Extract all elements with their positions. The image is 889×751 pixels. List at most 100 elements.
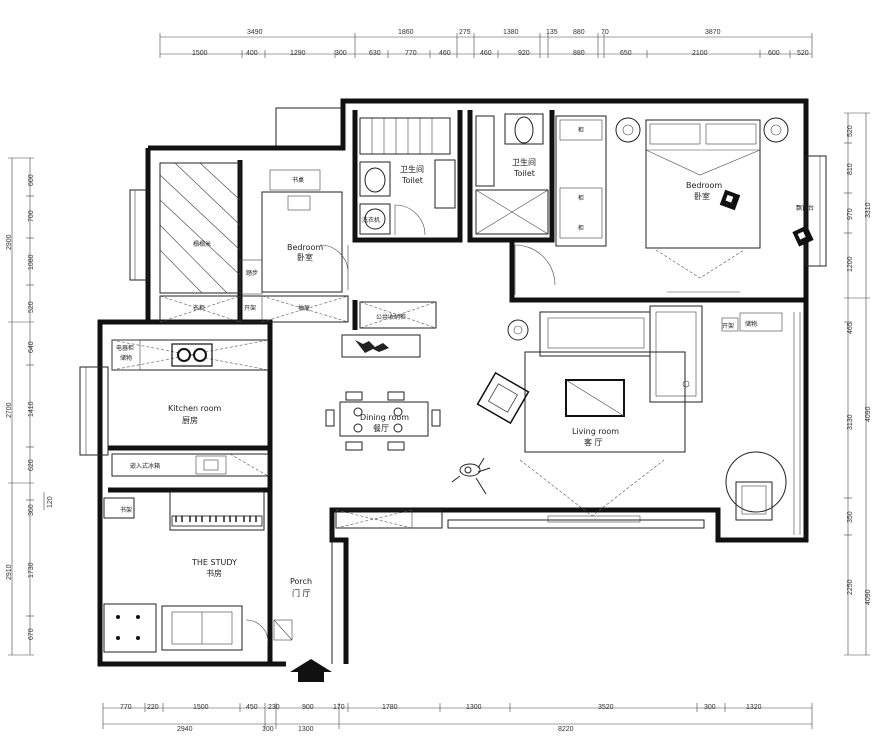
- label-tatami: 榻榻米: [193, 240, 211, 248]
- label-toilet-2-cn: 卫生间: [512, 157, 536, 167]
- dim-bottom-inner-9: 3520: [598, 704, 614, 711]
- entrance-arrow-icon: [290, 659, 332, 682]
- label-wardrobe: 衣柜: [193, 304, 205, 312]
- dim-left-inner-6: 620: [28, 459, 35, 471]
- dim-right-inner-1: 810: [847, 163, 854, 175]
- label-bay-window: 飘窗台: [796, 204, 814, 212]
- window-living: [793, 312, 801, 535]
- dim-right-outer-1: 4090: [865, 406, 872, 422]
- label-storage-cabinet: 储物: [120, 354, 132, 362]
- label-storage-2: 储物: [745, 320, 757, 328]
- dim-right-outer-0: 3310: [865, 202, 872, 218]
- dim-left-inner-7: 360: [28, 504, 35, 516]
- dim-left-inner-5: 1410: [28, 401, 35, 417]
- bottom-dimensions: 770 220 1500 450 230 900 170 1780 1300 3…: [102, 703, 813, 733]
- dim-top-inner-3: 300: [335, 50, 347, 57]
- dim-top-outer-2: 275: [459, 29, 471, 36]
- label-living-cn: 客 厅: [584, 437, 603, 447]
- label-washer: 洗衣机: [362, 216, 380, 224]
- dim-right-inner-2: 970: [847, 208, 854, 220]
- dim-bottom-outer-2: 1300: [298, 726, 314, 733]
- dim-top-inner-8: 920: [518, 50, 530, 57]
- dim-top-inner-4: 630: [369, 50, 381, 57]
- label-toilet-2-en: Toilet: [513, 169, 535, 178]
- dim-right-inner-5: 3130: [847, 414, 854, 430]
- room-porch: Porch 门 厅: [273, 530, 333, 682]
- label-step: 踏步: [246, 269, 258, 277]
- dim-bottom-outer-1: 100: [262, 726, 274, 733]
- label-toilet-1-en: Toilet: [401, 176, 423, 185]
- label-cabinet-box-1: 柜: [578, 126, 584, 134]
- room-bedroom-right: 柜 柜 柜 Bedroom 卧室 飘窗台 储物 开架: [555, 115, 814, 332]
- dim-bottom-inner-1: 220: [147, 704, 159, 711]
- dim-top-outer-7: 3870: [705, 29, 721, 36]
- dim-top-outer-4: 135: [546, 29, 558, 36]
- label-kitchen-en: Kitchen room: [168, 404, 222, 413]
- dim-bottom-inner-5: 900: [302, 704, 314, 711]
- dim-left-inner-9: 670: [28, 628, 35, 640]
- label-dining-cn: 餐厅: [373, 424, 389, 433]
- dim-top-inner-12: 600: [768, 50, 780, 57]
- room-bedroom-left: 榻榻米 踏步 书桌 Bedroom 卧室 衣柜 开架 抽屉: [159, 162, 349, 323]
- dim-right-outer-2: 4090: [865, 589, 872, 605]
- dim-bottom-outer-3: 8220: [558, 726, 574, 733]
- dim-top-inner-0: 1500: [192, 50, 208, 57]
- dim-left-outer-1: 2700: [6, 402, 13, 418]
- label-open-shelf-2: 开架: [722, 322, 734, 330]
- label-study-shelf: 书架: [120, 506, 132, 514]
- dim-bottom-inner-4: 230: [268, 704, 280, 711]
- dim-left-inner-3: 520: [28, 301, 35, 313]
- label-bedroom-left-cn: 卧室: [297, 252, 313, 262]
- room-toilet-1: 洗衣机 卫生间 Toilet: [359, 117, 456, 236]
- dim-top-inner-5: 770: [405, 50, 417, 57]
- label-public-storage: 公共收纳柜: [376, 313, 406, 321]
- dim-top-outer-6: 70: [601, 29, 609, 36]
- dim-top-inner-11: 2100: [692, 50, 708, 57]
- dim-top-outer-0: 3490: [247, 29, 263, 36]
- dim-right-inner-3: 1200: [847, 256, 854, 272]
- dim-right-inner-0: 520: [847, 125, 854, 137]
- room-kitchen: 电器柜 储物 Kitchen room 厨房 嵌入式冰箱: [111, 339, 269, 477]
- label-study-cn: 书房: [206, 568, 222, 578]
- left-dimensions: 600 700 1080 520 640 1410 620 360 1730 6…: [6, 157, 54, 656]
- label-cabinet-box-2: 柜: [578, 194, 584, 202]
- dim-top-inner-2: 1290: [290, 50, 306, 57]
- dim-right-inner-6: 350: [847, 511, 854, 523]
- label-cabinet-box-3: 柜: [578, 224, 584, 232]
- dim-top-inner-6: 460: [439, 50, 451, 57]
- dim-bottom-inner-11: 1320: [746, 704, 762, 711]
- room-toilet-2: 卫生间 Toilet: [475, 113, 556, 295]
- dim-top-inner-7: 460: [480, 50, 492, 57]
- dim-bottom-outer-0: 2940: [177, 726, 193, 733]
- room-living: Living room 客 厅: [335, 305, 787, 529]
- dim-right-inner-4: 465: [847, 322, 854, 334]
- dim-top-outer-1: 1860: [398, 29, 414, 36]
- dim-left-inner-2: 1080: [28, 254, 35, 270]
- label-open-shelf: 开架: [244, 304, 256, 312]
- label-bedroom-right-en: Bedroom: [686, 181, 722, 190]
- dim-right-inner-7: 2250: [847, 579, 854, 595]
- label-toilet-1-cn: 卫生间: [400, 164, 424, 174]
- dim-top-inner-1: 400: [246, 50, 258, 57]
- dim-left-extra: 120: [47, 496, 54, 508]
- top-dimensions: 3490 1860 275 1380 135 880 70 3870 1500 …: [159, 29, 813, 58]
- window-right-bedroom: [805, 155, 827, 267]
- dim-top-inner-9: 880: [573, 50, 585, 57]
- label-porch-cn: 门 厅: [292, 588, 311, 598]
- label-drawer-cabinet: 抽屉: [298, 304, 310, 312]
- label-porch-en: Porch: [290, 577, 312, 586]
- dim-top-outer-3: 1380: [503, 29, 519, 36]
- dim-bottom-inner-3: 450: [246, 704, 258, 711]
- dim-left-inner-1: 700: [28, 210, 35, 222]
- dim-bottom-inner-2: 1500: [193, 704, 209, 711]
- dim-top-inner-13: 520: [797, 50, 809, 57]
- dim-top-inner-10: 650: [620, 50, 632, 57]
- dim-left-outer-2: 2910: [6, 564, 13, 580]
- dim-bottom-inner-6: 170: [333, 704, 345, 711]
- dim-left-outer-0: 2900: [6, 234, 13, 250]
- label-appliance-cabinet: 电器柜: [116, 344, 134, 352]
- window-left-bedroom: [129, 189, 149, 281]
- label-living-en: Living room: [572, 427, 619, 436]
- label-kitchen-cn: 厨房: [182, 415, 198, 425]
